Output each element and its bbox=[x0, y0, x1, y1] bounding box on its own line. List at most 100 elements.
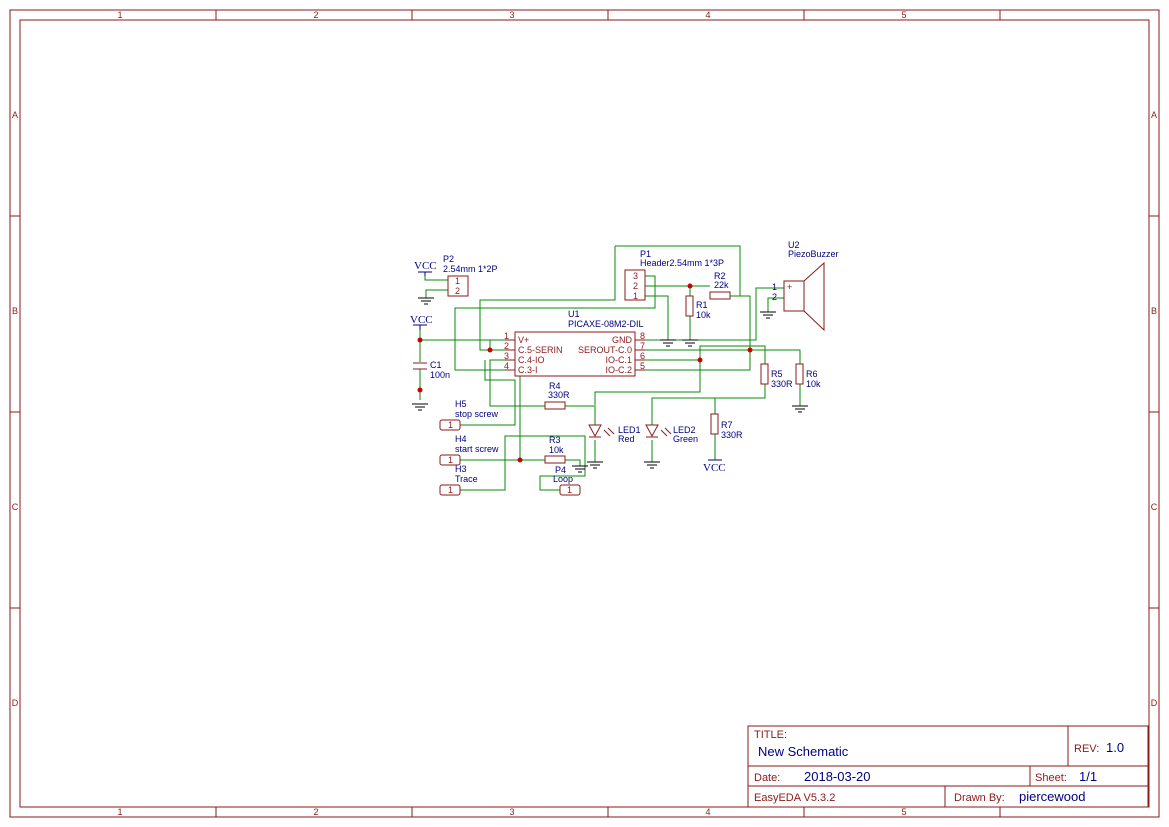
zone-row-b-right: B bbox=[1151, 306, 1157, 316]
r2-resistor: R2 22k bbox=[709, 271, 731, 300]
u1-pin-2-name: C.5-SERIN bbox=[518, 345, 563, 355]
sheet-value: 1/1 bbox=[1079, 769, 1097, 784]
vcc-symbol-r7: VCC bbox=[703, 459, 726, 474]
u2-pin-2: 2 bbox=[772, 292, 777, 302]
drawn-by-label: Drawn By: bbox=[954, 792, 1005, 804]
u1-pin-6-name: IO-C.1 bbox=[605, 355, 632, 365]
r4-value: 330R bbox=[548, 390, 570, 400]
date-value: 2018-03-20 bbox=[804, 769, 871, 784]
ground-icon bbox=[682, 339, 698, 347]
u2-piezo-buzzer: + 1 2 U2 PiezoBuzzer bbox=[772, 240, 839, 332]
u1-pin-8-name: GND bbox=[612, 335, 633, 345]
led1-ref: LED1 bbox=[618, 425, 641, 435]
rev-value: 1.0 bbox=[1106, 740, 1124, 755]
ground-symbols bbox=[412, 297, 808, 473]
zone-labels: 1 2 3 4 5 1 2 3 4 5 A B C D A B C D bbox=[12, 10, 1158, 817]
p4-value: Loop bbox=[553, 474, 573, 484]
zone-col-5-bottom: 5 bbox=[901, 807, 906, 817]
p2-value: 2.54mm 1*2P bbox=[443, 264, 498, 274]
u1-pin-1-num: 1 bbox=[504, 331, 509, 341]
u2-pin-1: 1 bbox=[772, 282, 777, 292]
r3-resistor: R3 10k bbox=[544, 435, 566, 464]
led1-diode: LED1 Red bbox=[588, 424, 641, 444]
h5-ref: H5 bbox=[455, 399, 467, 409]
h5-value: stop screw bbox=[455, 409, 499, 419]
r5-value: 330R bbox=[771, 379, 793, 389]
vcc-label: VCC bbox=[703, 462, 726, 474]
c1-capacitor: C1 100n bbox=[413, 360, 450, 380]
zone-col-2-bottom: 2 bbox=[313, 807, 318, 817]
zone-row-b-left: B bbox=[12, 306, 18, 316]
u1-pin-8-num: 8 bbox=[640, 331, 645, 341]
r3-value: 10k bbox=[549, 445, 564, 455]
junctions bbox=[417, 283, 753, 463]
u1-pin-7-name: SEROUT-C.0 bbox=[578, 345, 632, 355]
h5-hole: 1 H5 stop screw bbox=[439, 399, 499, 431]
u1-pin-2-num: 2 bbox=[504, 341, 509, 351]
u1-pin-4-num: 4 bbox=[504, 361, 509, 371]
zone-row-c-left: C bbox=[12, 502, 19, 512]
vcc-label: VCC bbox=[414, 260, 437, 272]
zone-row-d-right: D bbox=[1151, 698, 1158, 708]
c1-ref: C1 bbox=[430, 360, 442, 370]
u2-value: PiezoBuzzer bbox=[788, 249, 839, 259]
r3-ref: R3 bbox=[549, 435, 561, 445]
zone-row-d-left: D bbox=[12, 698, 19, 708]
p1-pin-3: 3 bbox=[633, 271, 638, 281]
zone-col-2-top: 2 bbox=[313, 10, 318, 20]
u1-pin-3-name: C.4-IO bbox=[518, 355, 545, 365]
ground-icon bbox=[418, 297, 434, 305]
p4-connector: 1 P4 Loop bbox=[553, 465, 581, 496]
r6-resistor: R6 10k bbox=[795, 363, 821, 389]
h4-hole: 1 H4 start screw bbox=[439, 434, 499, 466]
p1-pin-1: 1 bbox=[633, 291, 638, 301]
h3-ref: H3 bbox=[455, 464, 467, 474]
ground-icon bbox=[760, 311, 776, 319]
u1-pin-7-num: 7 bbox=[640, 341, 645, 351]
zone-col-4-top: 4 bbox=[705, 10, 710, 20]
sheet-label: Sheet: bbox=[1035, 772, 1067, 784]
ground-icon bbox=[587, 461, 603, 469]
r7-ref: R7 bbox=[721, 420, 733, 430]
r5-resistor: R5 330R bbox=[760, 363, 793, 389]
led2-diode: LED2 Green bbox=[645, 424, 698, 444]
u1-pin-4-name: C.3-I bbox=[518, 365, 538, 375]
zone-col-4-bottom: 4 bbox=[705, 807, 710, 817]
vcc-symbol-u1: VCC bbox=[410, 314, 433, 330]
r6-value: 10k bbox=[806, 379, 821, 389]
p1-value: Header2.54mm 1*3P bbox=[640, 258, 724, 268]
h4-pin: 1 bbox=[448, 455, 453, 465]
tool-label: EasyEDA V5.3.2 bbox=[754, 792, 835, 804]
date-label: Date: bbox=[754, 772, 780, 784]
p2-ref: P2 bbox=[443, 254, 454, 264]
u1-pin-6-num: 6 bbox=[640, 351, 645, 361]
r1-resistor: R1 10k bbox=[685, 295, 711, 320]
title-value: New Schematic bbox=[758, 744, 849, 759]
h4-ref: H4 bbox=[455, 434, 467, 444]
zone-col-3-bottom: 3 bbox=[509, 807, 514, 817]
r2-ref: R2 bbox=[714, 271, 726, 281]
u1-pin-5-num: 5 bbox=[640, 361, 645, 371]
r7-resistor: R7 330R bbox=[710, 413, 743, 440]
h4-value: start screw bbox=[455, 444, 499, 454]
ground-icon bbox=[572, 465, 588, 473]
p2-pin-2: 2 bbox=[455, 286, 460, 296]
p4-ref: P4 bbox=[555, 465, 566, 475]
u1-pin-5-name: IO-C.2 bbox=[605, 365, 632, 375]
p2-pin-1: 1 bbox=[455, 276, 460, 286]
r4-ref: R4 bbox=[549, 381, 561, 391]
u1-value: PICAXE-08M2-DIL bbox=[568, 319, 644, 329]
led2-value: Green bbox=[673, 434, 698, 444]
u1-pin-1-name: V+ bbox=[518, 335, 529, 345]
p4-pin: 1 bbox=[567, 485, 572, 495]
p1-connector: 3 2 1 P1 Header2.54mm 1*3P bbox=[624, 249, 724, 301]
r1-ref: R1 bbox=[696, 300, 708, 310]
led1-value: Red bbox=[618, 434, 635, 444]
u1-pin-3-num: 3 bbox=[504, 351, 509, 361]
r2-value: 22k bbox=[714, 280, 729, 290]
p1-ref: P1 bbox=[640, 249, 651, 259]
h3-pin: 1 bbox=[448, 485, 453, 495]
r4-resistor: R4 330R bbox=[544, 381, 570, 410]
sheet-frame bbox=[9, 9, 1160, 818]
u2-plus: + bbox=[787, 282, 792, 292]
